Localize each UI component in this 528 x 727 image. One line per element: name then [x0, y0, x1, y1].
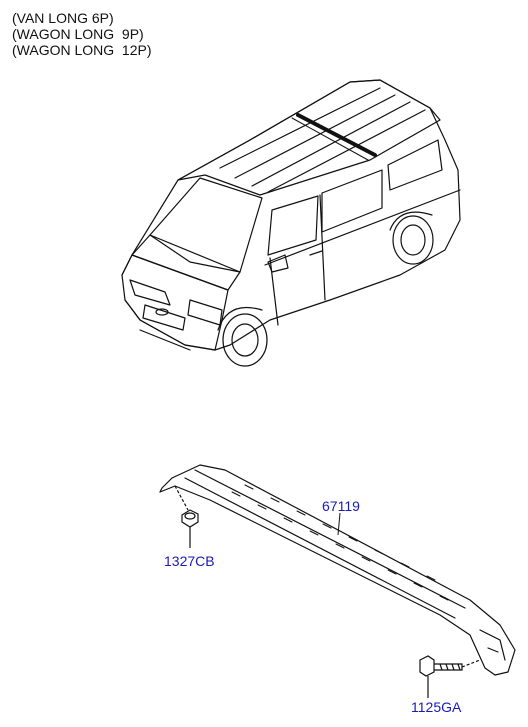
variant-label: (VAN LONG 6P) — [12, 10, 114, 26]
variant-label: (WAGON LONG 12P) — [12, 42, 152, 58]
part-number-bolt: 1125GA — [411, 699, 462, 715]
bolt-part — [419, 655, 481, 698]
leader-line-67119 — [337, 512, 341, 536]
variant-label: (WAGON LONG 9P) — [12, 26, 144, 42]
roof-rail-part — [159, 464, 516, 676]
nut-part — [174, 485, 199, 548]
van-illustration — [121, 79, 461, 367]
part-number-nut: 1327CB — [164, 553, 215, 569]
variant-list: (VAN LONG 6P) (WAGON LONG 9P) (WAGON LON… — [12, 10, 152, 58]
part-number-roof-rail: 67119 — [322, 498, 360, 514]
